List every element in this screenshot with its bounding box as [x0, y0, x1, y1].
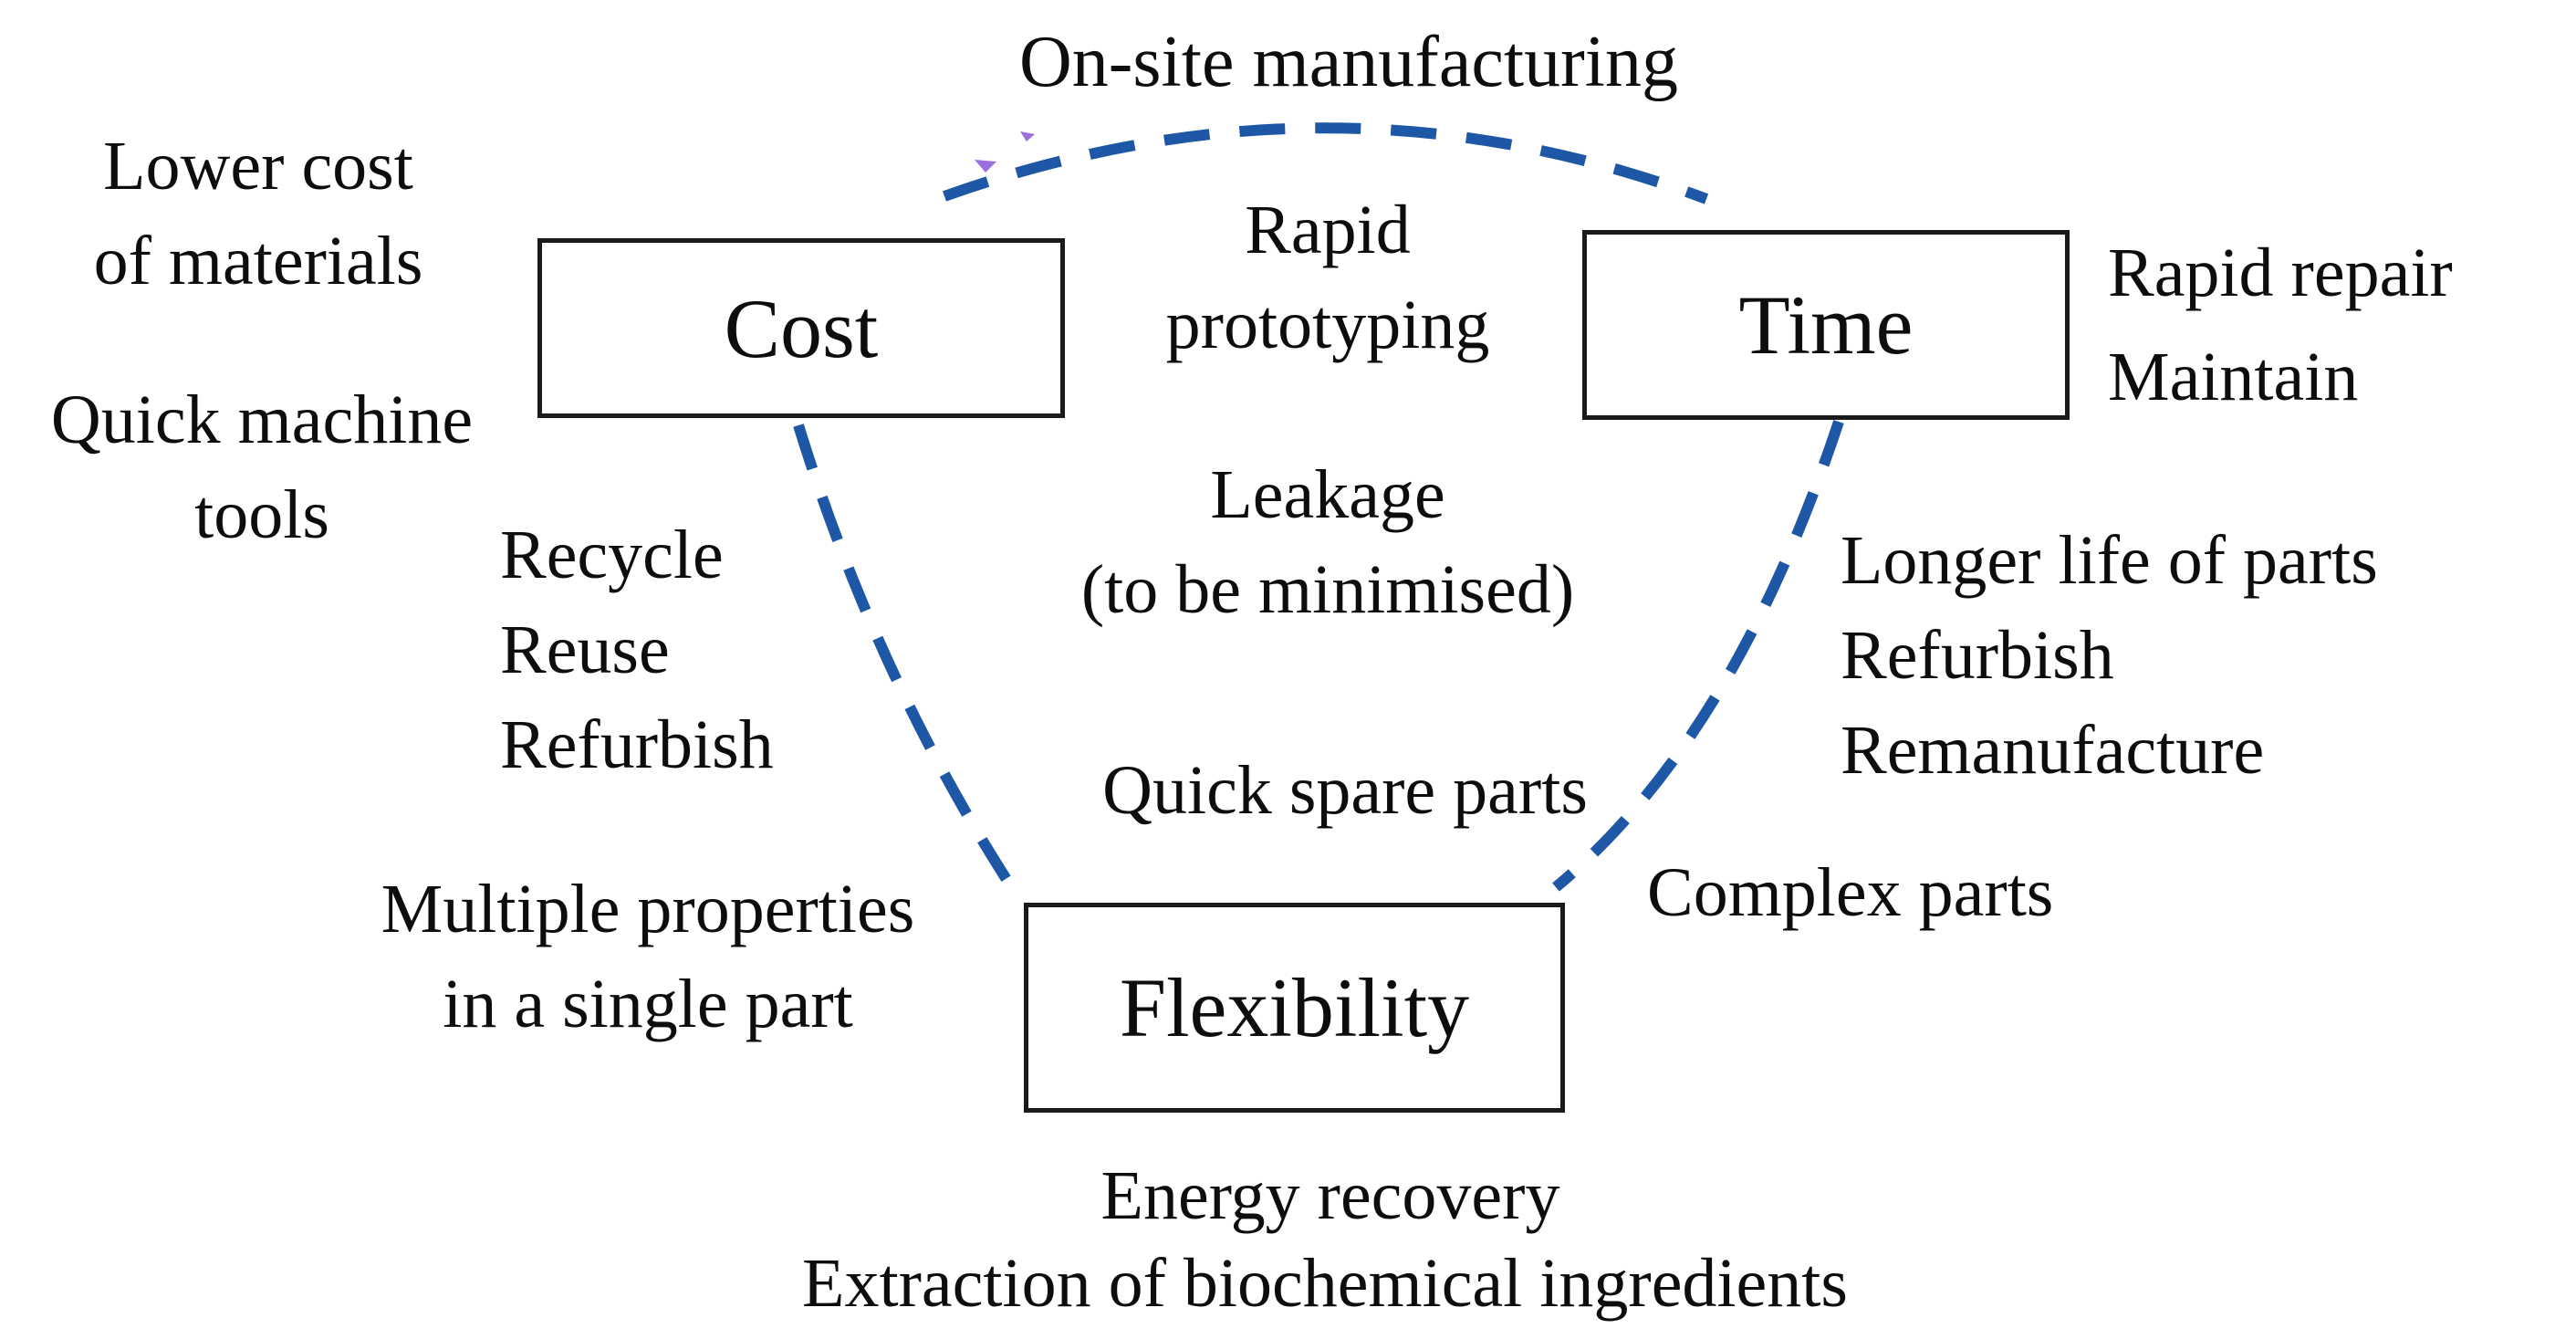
label-line: Rapid repair: [2108, 235, 2453, 311]
label-line: Refurbish: [500, 706, 774, 784]
label-quick-spare-parts: Quick spare parts: [1102, 752, 1588, 829]
label-line: Recycle: [500, 517, 724, 593]
node-cost-label: Cost: [724, 281, 879, 375]
label-recycle-reuse-refurbish: Recycle Reuse Refurbish: [500, 507, 774, 792]
label-line: Longer life of parts: [1841, 522, 2378, 599]
label-line: Remanufacture: [1841, 712, 2265, 790]
label-energy-recovery: Energy recovery: [1100, 1157, 1560, 1234]
label-line: of materials: [93, 223, 423, 300]
label-rapid-repair-maintain: Rapid repair Maintain: [2108, 221, 2453, 429]
label-line: (to be minimised): [1080, 551, 1575, 629]
node-cost: Cost: [537, 238, 1065, 418]
label-rapid-prototyping: Rapid prototyping: [1166, 183, 1490, 372]
node-flexibility: Flexibility: [1024, 903, 1565, 1113]
label-line: Multiple properties: [381, 871, 915, 947]
dashed-arc-cost-time: [942, 122, 1709, 204]
label-extraction-biochemical: Extraction of biochemical ingredients: [802, 1245, 1848, 1322]
label-line: in a single part: [443, 966, 853, 1043]
label-line: Leakage: [1210, 456, 1445, 533]
label-leakage: Leakage (to be minimised): [1081, 447, 1574, 637]
dashed-line-time-flexibility: [1552, 420, 1844, 892]
label-line: prototyping: [1165, 287, 1490, 364]
label-line: Refurbish: [1841, 617, 2114, 695]
label-longer-life-refurbish-remanufacture: Longer life of parts Refurbish Remanufac…: [1841, 513, 2378, 798]
stray-purple-mark-icon: [1020, 131, 1035, 141]
label-line: Rapid: [1245, 192, 1411, 268]
label-complex-parts: Complex parts: [1647, 854, 2054, 931]
stray-purple-mark-icon: [975, 160, 996, 173]
label-line: tools: [194, 476, 329, 554]
label-line: Reuse: [500, 612, 670, 689]
label-line: Quick machine: [50, 382, 474, 458]
label-line: Lower cost: [103, 128, 413, 204]
node-flexibility-label: Flexibility: [1119, 961, 1470, 1054]
dashed-line-cost-flexibility: [793, 424, 1023, 900]
label-lower-cost-of-materials: Lower cost of materials: [94, 119, 423, 309]
node-time: Time: [1582, 230, 2070, 420]
diagram-title: On-site manufacturing: [1019, 22, 1678, 102]
label-line: Maintain: [2108, 339, 2359, 415]
label-quick-machine-tools: Quick machine tools: [51, 372, 473, 562]
label-multiple-properties: Multiple properties in a single part: [381, 862, 915, 1051]
node-time-label: Time: [1738, 278, 1914, 371]
